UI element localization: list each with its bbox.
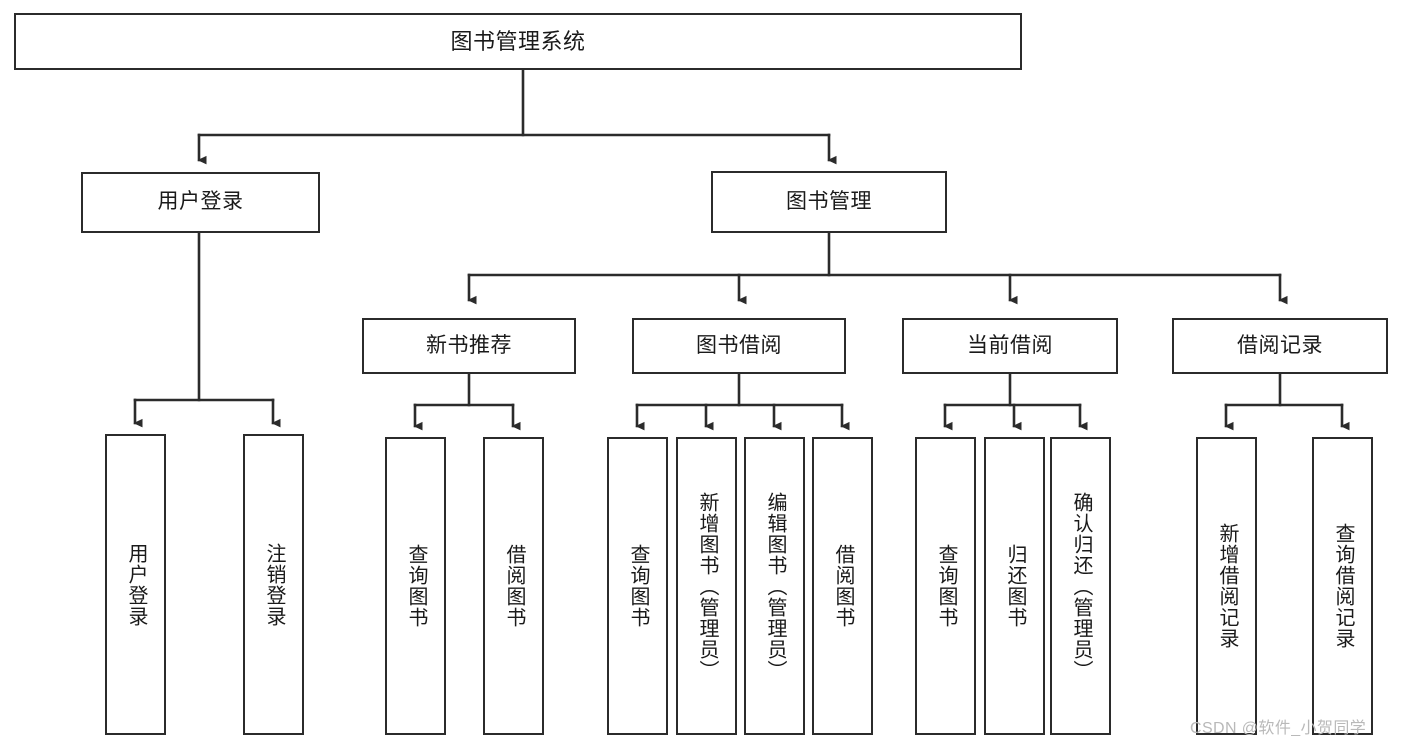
node-current-borrow[interactable]: 当前借阅 [902,318,1118,374]
node-label: 借阅记录 [1237,333,1323,357]
node-book-borrow[interactable]: 图书借阅 [632,318,846,374]
node-leaf-confirm-return-admin[interactable]: 确认归还（管理员） [1050,437,1111,735]
node-leaf-add-book-admin[interactable]: 新增图书（管理员） [676,437,737,735]
node-label: 查询图书 [935,544,957,628]
node-leaf-user-login[interactable]: 用户登录 [105,434,166,735]
node-label: 新增图书（管理员） [696,491,718,681]
node-label: 图书管理 [786,189,872,213]
node-label: 图书借阅 [696,333,782,357]
node-label: 归还图书 [1004,544,1026,628]
node-label: 编辑图书（管理员） [764,491,786,681]
node-label: 查询图书 [627,544,649,628]
node-leaf-return-book[interactable]: 归还图书 [984,437,1045,735]
node-leaf-borrow-book-recommend[interactable]: 借阅图书 [483,437,544,735]
node-leaf-query-book-recommend[interactable]: 查询图书 [385,437,446,735]
csdn-watermark: CSDN @软件_小贺同学 [1190,720,1367,737]
node-leaf-borrow-book[interactable]: 借阅图书 [812,437,873,735]
node-label: 图书管理系统 [450,28,586,54]
node-label: 查询借阅记录 [1332,523,1354,649]
node-label: 借阅图书 [832,544,854,628]
node-label: 当前借阅 [967,333,1053,357]
node-label: 用户登录 [125,542,147,627]
node-label: 用户登录 [157,190,244,214]
node-book-management[interactable]: 图书管理 [711,171,947,233]
node-label: 借阅图书 [503,544,525,628]
node-label: 新书推荐 [426,333,512,357]
node-label: 确认归还（管理员） [1070,491,1092,681]
node-new-book-recommend[interactable]: 新书推荐 [362,318,576,374]
node-label: 新增借阅记录 [1216,523,1238,649]
node-label: 注销登录 [263,542,285,627]
node-leaf-query-borrow-record[interactable]: 查询借阅记录 [1312,437,1373,735]
node-label: 查询图书 [405,544,427,628]
node-leaf-edit-book-admin[interactable]: 编辑图书（管理员） [744,437,805,735]
node-leaf-query-book-borrow[interactable]: 查询图书 [607,437,668,735]
node-user-login[interactable]: 用户登录 [81,172,320,233]
node-root-book-management-system[interactable]: 图书管理系统 [14,13,1022,70]
node-leaf-query-book-current[interactable]: 查询图书 [915,437,976,735]
node-borrow-record[interactable]: 借阅记录 [1172,318,1388,374]
node-leaf-user-logout[interactable]: 注销登录 [243,434,304,735]
node-leaf-add-borrow-record[interactable]: 新增借阅记录 [1196,437,1257,735]
